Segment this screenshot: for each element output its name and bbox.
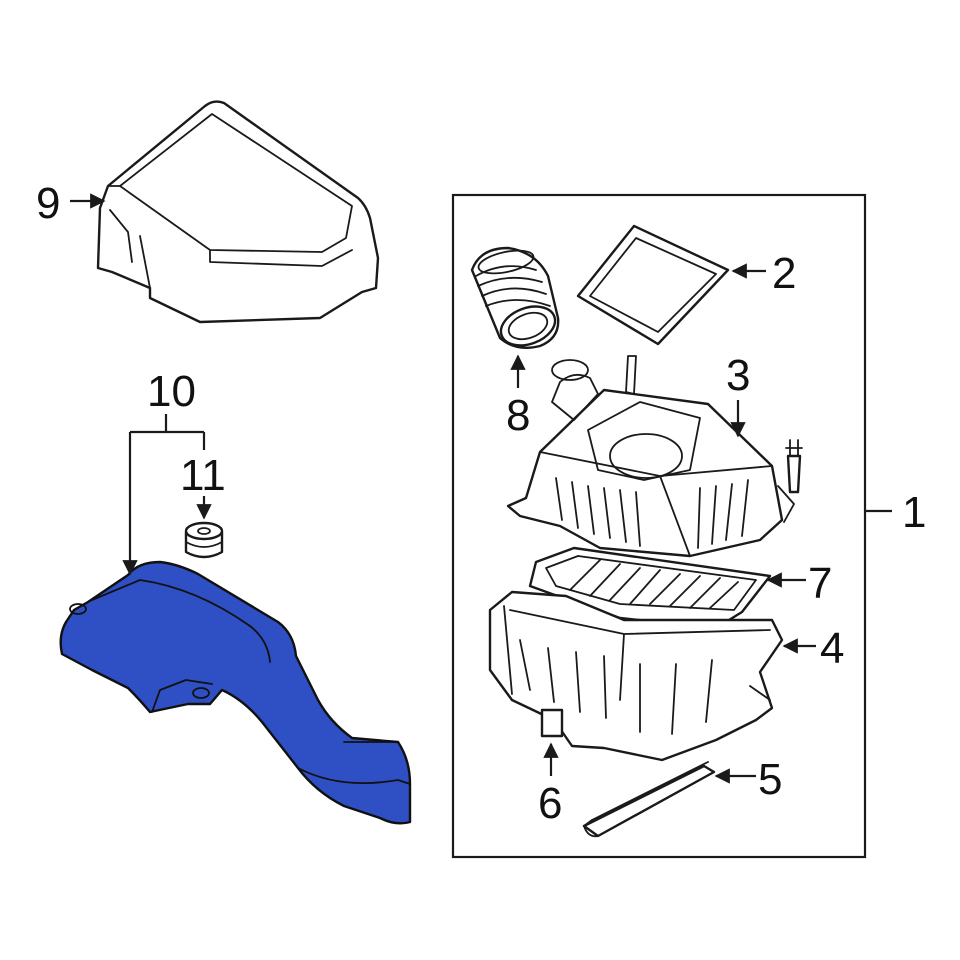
callout-6: 6 [538,742,562,828]
callout-10: 10 [122,367,206,576]
callout-11: 11 [180,451,226,520]
grommet-part-11[interactable] [184,521,224,559]
callout-7: 7 [766,559,832,608]
callout-label-10: 10 [147,367,196,416]
filter-element-part-2[interactable] [576,224,730,346]
intake-hose-part-8[interactable] [470,246,560,352]
callout-2: 2 [731,249,796,298]
callout-label-2: 2 [772,249,796,298]
callout-label-9: 9 [36,179,60,228]
callout-5: 5 [714,755,782,804]
engine-cover-part-9[interactable] [96,100,380,324]
callout-label-4: 4 [820,624,844,673]
callout-label-3: 3 [726,351,750,400]
callout-4: 4 [782,624,844,673]
callout-9: 9 [36,179,106,228]
callout-3: 3 [726,351,750,438]
assembly-frame [451,193,867,859]
lower-housing-part-4[interactable] [488,590,784,762]
air-duct-part-10[interactable] [59,560,412,825]
callout-label-6: 6 [538,779,562,828]
callout-label-7: 7 [808,559,832,608]
callout-label-1: 1 [902,488,926,537]
callout-1: 1 [865,488,926,537]
callout-8: 8 [506,354,530,440]
upper-housing-part-3[interactable] [506,355,795,558]
seal-strip-part-5[interactable] [582,761,716,838]
callout-label-8: 8 [506,391,530,440]
clip-bolt [785,439,803,494]
callout-label-11: 11 [180,451,226,500]
callout-label-5: 5 [758,755,782,804]
